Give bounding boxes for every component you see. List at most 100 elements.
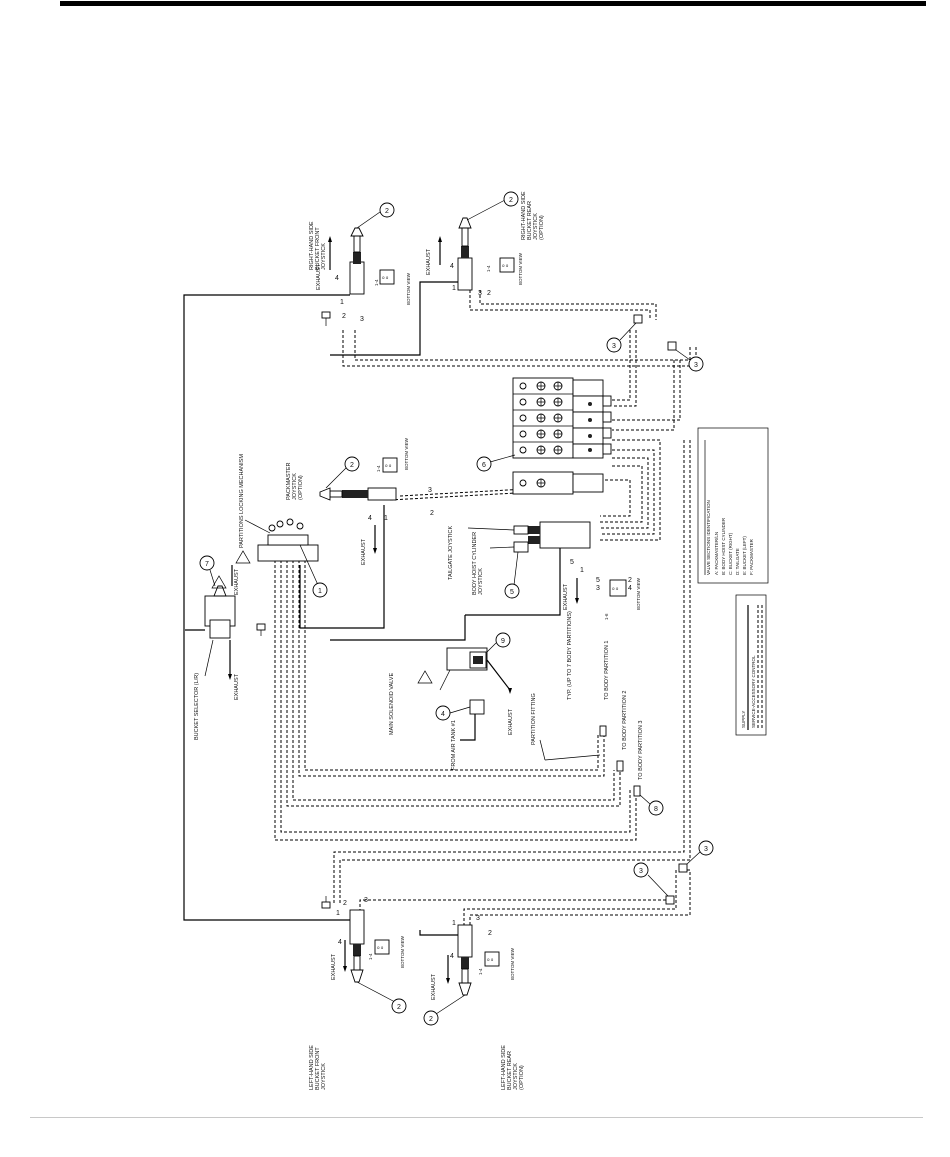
svg-text:2: 2	[628, 577, 632, 584]
svg-text:2: 2	[343, 900, 347, 907]
svg-text:PARTITION FITTING: PARTITION FITTING	[531, 693, 537, 745]
packmaster-joystick: 2 PACKMASTERJOYSTICK(OPTION) o o 1-4 BOT…	[286, 437, 434, 565]
tailgate-and-hoist-joysticks: TAILGATE JOYSTICK BODY HOIST CYLINDERJOY…	[448, 521, 641, 620]
footer-rule	[30, 1117, 923, 1118]
svg-text:VALVE SECTIONS IDENTIFICATION: VALVE SECTIONS IDENTIFICATION	[706, 500, 711, 575]
svg-text:1-4: 1-4	[376, 465, 381, 472]
svg-text:EXHAUST: EXHAUST	[331, 953, 337, 980]
svg-text:5: 5	[570, 559, 574, 566]
lh-rear-joystick: 2 LEFT-HAND SIDEBUCKET REARJOYSTICK(OPTI…	[423, 915, 525, 1090]
svg-text:MAIN SOLENOID VALVE: MAIN SOLENOID VALVE	[389, 673, 395, 735]
svg-text:3: 3	[612, 343, 616, 350]
svg-text:BOTTOM VIEW: BOTTOM VIEW	[404, 437, 409, 470]
rh-front-joystick: 2 RIGHT-HAND SIDEBUCKET FRONTJOYSTICK EX…	[309, 202, 411, 323]
svg-text:3: 3	[428, 487, 432, 494]
svg-text:3: 3	[596, 585, 600, 592]
svg-text:PARTITIONS LOCKING MECHANISM: PARTITIONS LOCKING MECHANISM	[239, 454, 245, 548]
svg-text:3: 3	[639, 868, 643, 875]
svg-text:BOTTOM VIEW: BOTTOM VIEW	[636, 577, 641, 610]
svg-text:FROM AIR TANK #1: FROM AIR TANK #1	[451, 720, 457, 770]
svg-text:3: 3	[360, 316, 364, 323]
header-rule	[60, 1, 926, 6]
svg-text:TAILGATE JOYSTICK: TAILGATE JOYSTICK	[448, 525, 454, 580]
svg-text:2: 2	[397, 1004, 401, 1011]
svg-text:SERVICE-ACCESSORY CONTROL: SERVICE-ACCESSORY CONTROL	[751, 655, 756, 728]
svg-text:C: BUCKET (RIGHT): C: BUCKET (RIGHT)	[728, 532, 733, 575]
svg-text:2: 2	[487, 290, 491, 297]
svg-text:3: 3	[704, 846, 708, 853]
svg-text:TO BODY PARTITION 2: TO BODY PARTITION 2	[622, 691, 628, 751]
valve-identification-box: VALVE SECTIONS IDENTIFICATION A: PACKMAS…	[697, 427, 769, 584]
svg-text:4: 4	[368, 515, 372, 522]
svg-text:o o: o o	[612, 586, 619, 591]
supply-lines	[183, 270, 561, 936]
svg-text:B: BODY HOIST CYLINDER: B: BODY HOIST CYLINDER	[721, 517, 726, 575]
svg-text:8: 8	[654, 806, 658, 813]
fitting-3-bottom: 3 3	[321, 840, 714, 909]
svg-text:o o: o o	[487, 957, 494, 962]
svg-text:1: 1	[452, 285, 456, 292]
svg-text:7: 7	[205, 561, 209, 568]
svg-text:4: 4	[335, 275, 339, 282]
svg-text:TO BODY PARTITION 3: TO BODY PARTITION 3	[638, 721, 644, 781]
svg-text:2: 2	[350, 462, 354, 469]
svg-text:o o: o o	[377, 945, 384, 950]
svg-text:2: 2	[385, 208, 389, 215]
svg-text:E: BUCKET (LEFT): E: BUCKET (LEFT)	[742, 536, 747, 575]
svg-text:RIGHT-HAND SIDEBUCKET REARJOYS: RIGHT-HAND SIDEBUCKET REARJOYSTICK(OPTIO…	[521, 191, 545, 240]
svg-text:EXHAUST: EXHAUST	[563, 583, 569, 610]
svg-text:BOTTOM VIEW: BOTTOM VIEW	[518, 252, 523, 285]
svg-text:2: 2	[430, 510, 434, 517]
svg-text:1-6: 1-6	[604, 613, 609, 620]
svg-text:1-4: 1-4	[486, 265, 491, 272]
line-legend: SUPPLY SERVICE-ACCESSORY CONTROL	[735, 594, 767, 736]
svg-text:D: TAILGATE: D: TAILGATE	[735, 548, 740, 575]
svg-text:2: 2	[429, 1016, 433, 1023]
svg-text:o o: o o	[385, 463, 392, 468]
svg-text:1: 1	[452, 920, 456, 927]
svg-text:4: 4	[450, 263, 454, 270]
svg-text:F: PACKMASTER: F: PACKMASTER	[749, 538, 754, 575]
svg-text:TYP. (UP TO 7 BODY PARTITIONS): TYP. (UP TO 7 BODY PARTITIONS)	[567, 611, 573, 700]
svg-text:3: 3	[478, 290, 482, 297]
partitions-locking-mechanism: 1 PARTITIONS LOCKING MECHANISM	[239, 454, 328, 598]
svg-text:1-4: 1-4	[374, 279, 379, 286]
svg-text:BOTTOM VIEW: BOTTOM VIEW	[406, 272, 411, 305]
svg-text:SUPPLY: SUPPLY	[741, 711, 746, 728]
svg-text:EXHAUST: EXHAUST	[234, 568, 240, 595]
svg-text:LEFT-HAND SIDEBUCKET FRONTJOYS: LEFT-HAND SIDEBUCKET FRONTJOYSTICK	[309, 1045, 327, 1090]
svg-text:4: 4	[450, 953, 454, 960]
svg-text:A: PACKMASTER/LN: A: PACKMASTER/LN	[714, 532, 719, 575]
svg-text:1: 1	[340, 299, 344, 306]
valve-bank: 6	[476, 377, 612, 495]
svg-text:6: 6	[482, 462, 486, 469]
svg-text:EXHAUST: EXHAUST	[431, 973, 437, 1000]
fitting-3-top: 3 3	[321, 311, 704, 372]
svg-text:1: 1	[384, 515, 388, 522]
svg-text:4: 4	[338, 939, 342, 946]
service-lines	[274, 290, 697, 925]
main-solenoid-valve: 9 MAIN SOLENOID VALVE EXHAUST 4 FROM AIR…	[389, 632, 514, 770]
svg-text:1: 1	[580, 567, 584, 574]
svg-text:BUCKET SELECTOR (L/R): BUCKET SELECTOR (L/R)	[194, 673, 200, 740]
svg-text:TO BODY PARTITION 1: TO BODY PARTITION 1	[604, 641, 610, 701]
rh-front-joystick-label: RIGHT-HAND SIDEBUCKET FRONTJOYSTICK	[309, 221, 327, 270]
svg-text:EXHAUST: EXHAUST	[426, 248, 432, 275]
svg-text:4: 4	[628, 585, 632, 592]
svg-text:o o: o o	[382, 275, 389, 280]
svg-text:3: 3	[476, 915, 480, 922]
svg-text:2: 2	[342, 313, 346, 320]
svg-text:5: 5	[510, 589, 514, 596]
svg-text:5: 5	[596, 577, 600, 584]
svg-text:1: 1	[336, 910, 340, 917]
svg-text:9: 9	[501, 638, 505, 645]
svg-text:2: 2	[488, 930, 492, 937]
svg-text:1-4: 1-4	[368, 953, 373, 960]
svg-text:3: 3	[694, 362, 698, 369]
svg-text:BODY HOIST CYLINDERJOYSTICK: BODY HOIST CYLINDERJOYSTICK	[472, 532, 484, 595]
svg-text:EXHAUST: EXHAUST	[508, 708, 514, 735]
valve-symbols	[519, 381, 563, 455]
svg-text:EXHAUST: EXHAUST	[316, 263, 322, 290]
svg-text:4: 4	[441, 711, 445, 718]
